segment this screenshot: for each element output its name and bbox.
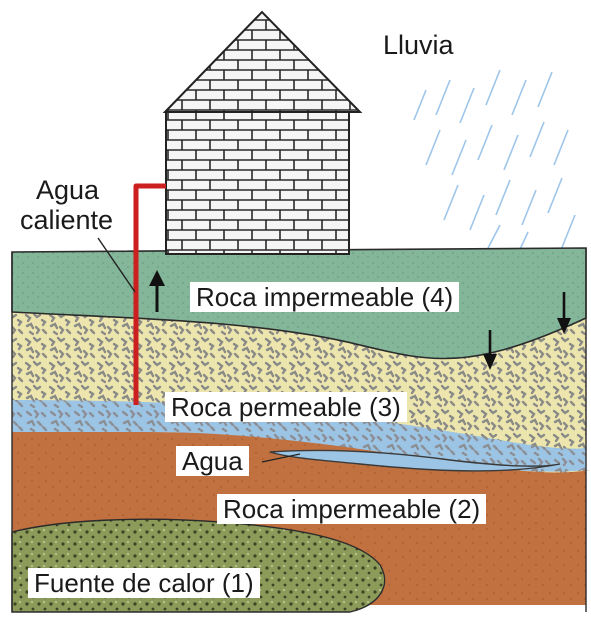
layer-2-label: Roca impermeable (2) bbox=[217, 494, 487, 524]
rain-streaks bbox=[413, 69, 576, 259]
upward-flow-arrow-icon bbox=[149, 270, 165, 312]
heat-source-label: Fuente de calor (1) bbox=[28, 568, 260, 598]
brick-house bbox=[162, 10, 363, 255]
water-leader-line bbox=[261, 453, 301, 463]
layer-3-label: Roca permeable (3) bbox=[165, 392, 407, 422]
water-wedge bbox=[269, 449, 561, 472]
infiltration-arrow-icon bbox=[557, 292, 571, 334]
layer-4-label: Roca impermeable (4) bbox=[190, 282, 460, 312]
hot-water-label-line2: caliente bbox=[20, 205, 114, 235]
hot-water-leader-line bbox=[97, 237, 136, 293]
rain-label: Lluvia bbox=[383, 30, 454, 60]
infiltration-arrow-icon-2 bbox=[483, 330, 497, 370]
hot-water-pipe bbox=[133, 183, 166, 405]
hot-water-label-line1: Agua bbox=[36, 175, 100, 205]
water-label: Agua bbox=[176, 446, 249, 476]
groundwater-zone bbox=[12, 400, 586, 472]
